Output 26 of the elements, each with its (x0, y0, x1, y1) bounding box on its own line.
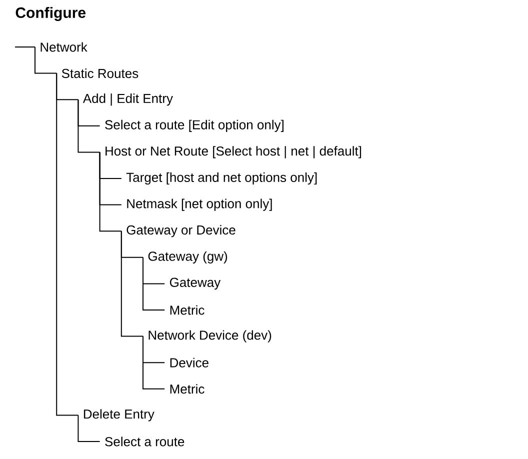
tree-item: Gateway (170, 278, 221, 290)
tree-item: Network Device (dev) (148, 330, 272, 342)
tree-item: Target [host and net options only] (126, 172, 317, 185)
connector-line (56, 72, 79, 416)
connector-line (99, 152, 122, 232)
tree-item: Device (170, 358, 208, 368)
connector-line (34, 46, 58, 74)
connector-line (120, 230, 144, 337)
tree-item: Delete Entry (84, 409, 154, 422)
connector-line (78, 99, 100, 153)
connector-line (78, 414, 100, 442)
tree-item: Metric (170, 384, 204, 394)
tree-item: Host or Net Route [Select host | net | default] (106, 146, 362, 158)
tree-item: Netmask [net option only] (127, 198, 272, 211)
tree-item: Gateway (gw) (148, 251, 228, 264)
tree-item: Network (40, 42, 88, 52)
connector-line (142, 256, 166, 310)
connector-line (14, 46, 36, 48)
tree-item: Gateway or Device (126, 225, 236, 238)
title: Configure (16, 6, 86, 22)
connector-line (142, 336, 166, 390)
tree-item: Static Routes (62, 68, 138, 78)
tree-item: Select a route [Edit option only] (105, 120, 284, 132)
tree-item: Metric (170, 305, 204, 315)
tree-item: Add | Edit Entry (82, 94, 173, 106)
tree-item: Select a route (105, 436, 184, 446)
